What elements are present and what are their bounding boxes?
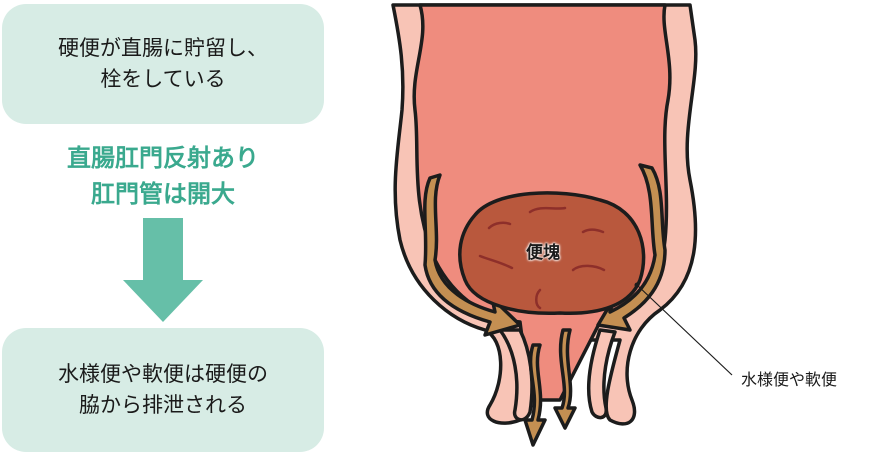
rectum-illustration	[391, 3, 733, 447]
condition-text: 直腸肛門反射あり 肛門管は開大	[67, 144, 259, 208]
stool-mass-label: 便塊	[526, 243, 560, 263]
step2-text: 水様便や軟便は硬便の 脇から排泄される	[58, 362, 268, 417]
step1-text: 硬便が直腸に貯留し、 栓をしている	[58, 36, 268, 91]
down-arrow-icon	[123, 218, 203, 322]
liquid-stool-left	[423, 173, 522, 337]
liquid-stool-right	[596, 163, 667, 332]
step2-box: 水様便や軟便は硬便の 脇から排泄される	[2, 328, 324, 452]
liquid-stool-label: 水様便や軟便	[741, 370, 838, 389]
step1-box: 硬便が直腸に貯留し、 栓をしている	[2, 4, 324, 124]
